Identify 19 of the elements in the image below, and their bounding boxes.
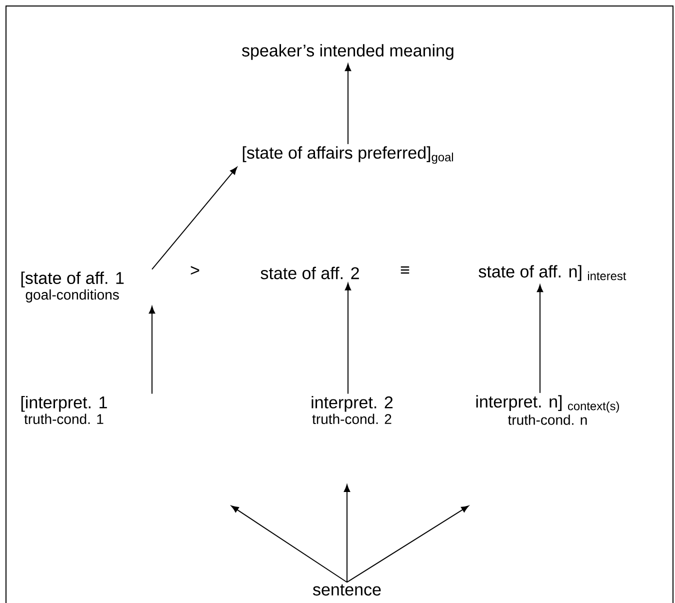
state-text: state of aff. 2 xyxy=(260,266,359,280)
arrow xyxy=(344,282,352,394)
arrow xyxy=(148,306,156,394)
arrow xyxy=(344,484,350,583)
state-text: [state of affairs preferred]$_{goal}$ xyxy=(242,146,453,164)
arrow xyxy=(536,284,544,394)
arrow xyxy=(346,506,469,583)
relation-symbol: ≡ xyxy=(400,266,410,274)
relation-symbol: > xyxy=(190,266,200,275)
state-text: [state of aff. 1 goal-conditions xyxy=(21,272,124,302)
state-text: state of aff. n] $_{interest}$ xyxy=(478,265,626,281)
interpretation-text: interpret. n] $_{context(s)}$ truth-cond. n xyxy=(476,395,619,425)
meaning-text: speaker’s intended meaning xyxy=(242,44,454,60)
interpretation-text: interpret. 2 truth-cond. 2 xyxy=(312,396,393,424)
arrow xyxy=(344,64,352,145)
interpretation-text: [interpret. 1 truth-cond. 1 xyxy=(21,396,107,424)
arrow xyxy=(152,166,238,270)
arrow xyxy=(231,506,348,583)
sentence-text: sentence xyxy=(312,584,381,596)
